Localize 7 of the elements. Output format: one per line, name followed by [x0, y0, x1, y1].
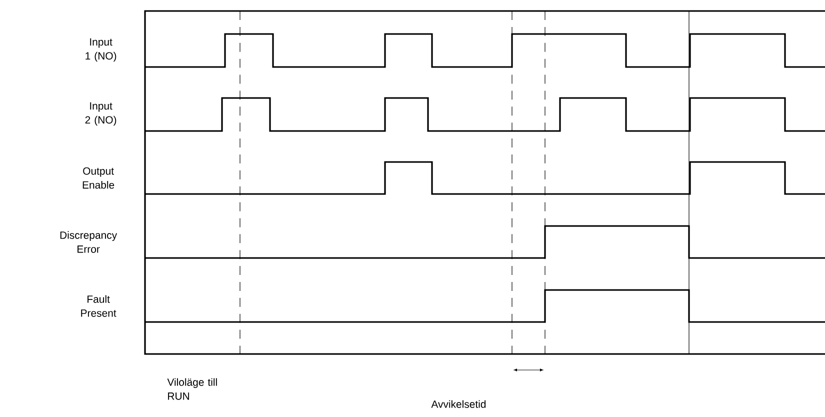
signal-label: Input 1 (NO) [86, 38, 116, 62]
signal-label: Discrepancy Error [60, 231, 118, 253]
time-label: Avvikelsetid [431, 400, 486, 408]
signal-label: Output Enable [82, 167, 114, 189]
signal-label: Input 2 (NO) [85, 102, 116, 126]
signal-label: Fault Present [81, 295, 116, 317]
time-label: Viloläge till RUN [167, 378, 217, 400]
